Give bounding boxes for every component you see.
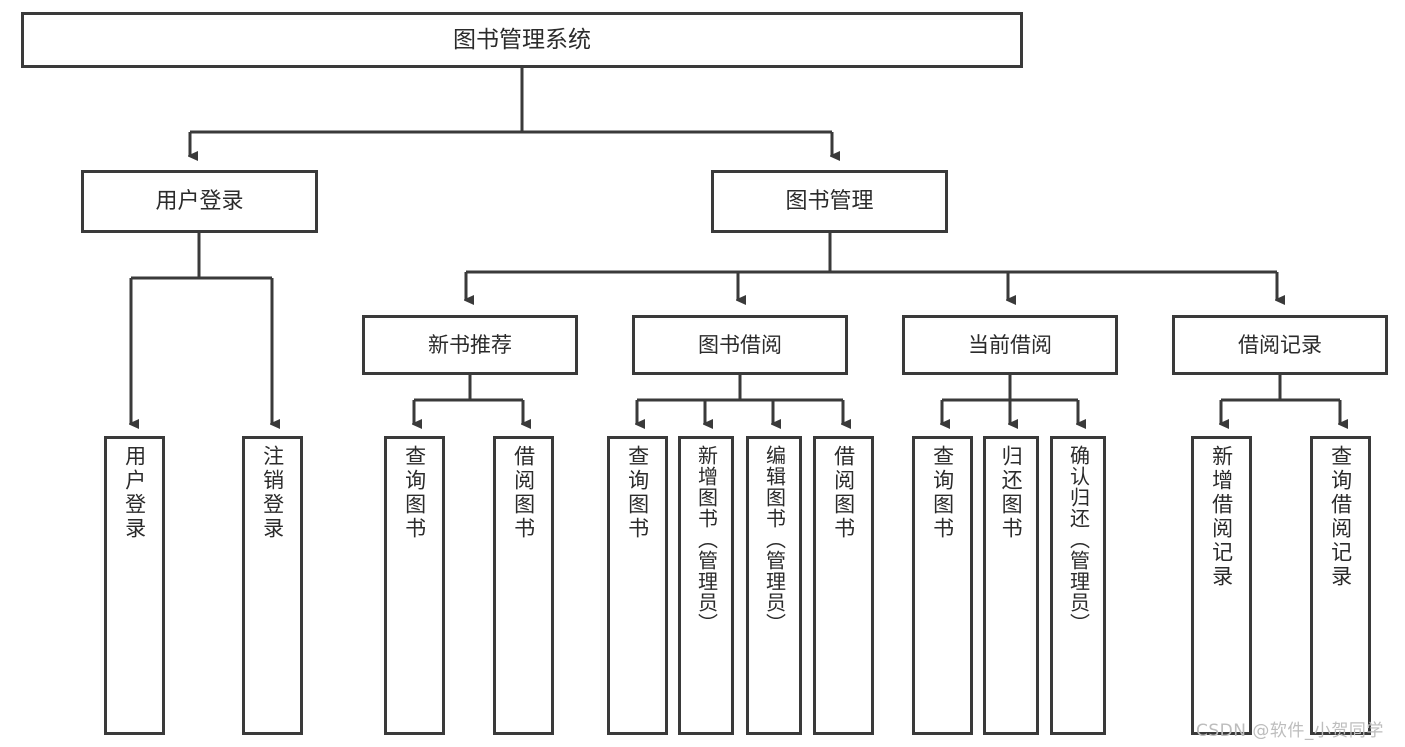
- node-leaf-query-record[interactable]: 查询借阅记录: [1310, 436, 1371, 735]
- csdn-watermark: CSDN @软件_小贺同学: [1196, 721, 1384, 741]
- node-label: 当前借阅: [968, 332, 1052, 357]
- node-leaf-user-login[interactable]: 用户登录: [104, 436, 165, 735]
- node-label: 查询图书: [402, 445, 427, 541]
- node-book-management-system[interactable]: 图书管理系统: [21, 12, 1023, 68]
- node-label: 借阅记录: [1238, 332, 1322, 357]
- node-label: 图书管理: [785, 188, 874, 214]
- node-leaf-logout-login[interactable]: 注销登录: [242, 436, 303, 735]
- node-label: 新增借阅记录: [1209, 445, 1234, 589]
- node-leaf-confirm-return[interactable]: 确认归还（管理员）: [1050, 436, 1106, 735]
- node-leaf-add-book[interactable]: 新增图书（管理员）: [678, 436, 734, 735]
- node-label: 查询图书: [930, 445, 955, 541]
- node-leaf-return-book[interactable]: 归还图书: [983, 436, 1039, 735]
- node-label: 确认归还（管理员）: [1066, 445, 1091, 634]
- node-label: 用户登录: [122, 445, 147, 541]
- node-current-borrow[interactable]: 当前借阅: [902, 315, 1118, 375]
- node-label: 图书借阅: [698, 332, 782, 357]
- node-label: 图书管理系统: [453, 26, 591, 53]
- node-user-login[interactable]: 用户登录: [81, 170, 318, 233]
- node-book-manage[interactable]: 图书管理: [711, 170, 948, 233]
- node-leaf-add-record[interactable]: 新增借阅记录: [1191, 436, 1252, 735]
- node-leaf-query-book-1[interactable]: 查询图书: [384, 436, 445, 735]
- node-label: 新书推荐: [428, 332, 512, 357]
- node-label: 编辑图书（管理员）: [762, 445, 787, 634]
- node-leaf-query-book-2[interactable]: 查询图书: [607, 436, 668, 735]
- node-leaf-query-book-3[interactable]: 查询图书: [912, 436, 973, 735]
- node-label: 归还图书: [999, 445, 1024, 541]
- node-label: 借阅图书: [511, 445, 536, 541]
- node-leaf-edit-book[interactable]: 编辑图书（管理员）: [746, 436, 802, 735]
- node-new-book-recommend[interactable]: 新书推荐: [362, 315, 578, 375]
- node-label: 注销登录: [260, 445, 285, 541]
- node-leaf-borrow-book-1[interactable]: 借阅图书: [493, 436, 554, 735]
- node-label: 新增图书（管理员）: [694, 445, 719, 634]
- node-leaf-borrow-book-2[interactable]: 借阅图书: [813, 436, 874, 735]
- node-label: 查询图书: [625, 445, 650, 541]
- node-label: 用户登录: [155, 188, 244, 214]
- node-label: 借阅图书: [831, 445, 856, 541]
- node-book-borrow[interactable]: 图书借阅: [632, 315, 848, 375]
- node-label: 查询借阅记录: [1328, 445, 1353, 589]
- node-borrow-record[interactable]: 借阅记录: [1172, 315, 1388, 375]
